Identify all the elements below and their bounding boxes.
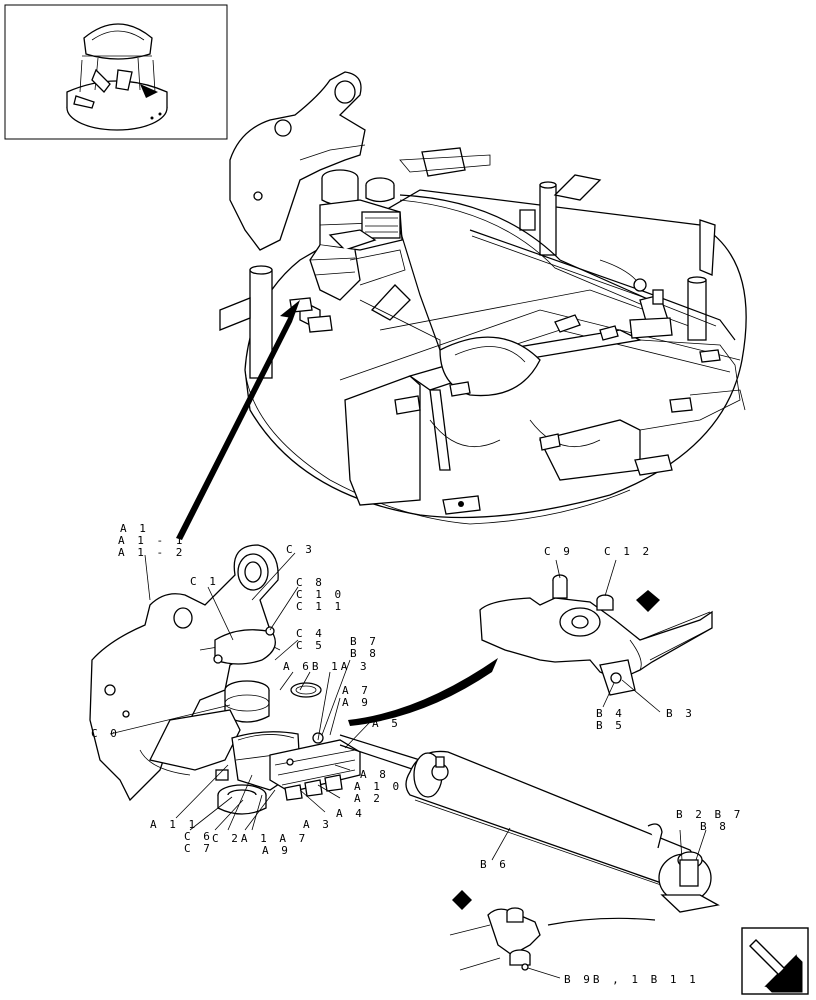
callout-labels: A 1 A 1 - 1 A 1 - 2 C 3 C 1 C 8 C 1 0 C … xyxy=(91,522,753,986)
callout-c4-group: C 4 C 5 xyxy=(296,627,335,652)
callout-c0: C 0 xyxy=(91,727,120,740)
callout-a3: A 3 xyxy=(303,818,332,831)
callout-a5: A 5 xyxy=(372,717,401,730)
rod-eye-detail xyxy=(449,890,656,971)
callout-c2-a1-a7: C 2A 1 A 7 xyxy=(212,832,308,845)
callout-b2-b7-b8: B 2 B 7 B 8 xyxy=(676,808,753,833)
callout-b6: B 6 xyxy=(480,858,509,871)
swing-bracket-detail xyxy=(89,544,361,815)
swing-cylinder xyxy=(339,734,720,913)
callout-c12: C 1 2 xyxy=(604,545,652,558)
callout-c3: C 3 xyxy=(286,543,315,556)
leader-lines xyxy=(109,552,707,979)
callout-b9-b10-b11: B 9B , 1 B 1 1 xyxy=(564,973,699,986)
callout-a7-a9-right: A 7 A 9 xyxy=(342,684,381,709)
callout-a4: A 4 xyxy=(336,807,365,820)
cylinder-head-detail xyxy=(479,574,713,696)
callout-b3: B 3 xyxy=(666,707,695,720)
upper-frame-assembly xyxy=(219,71,747,525)
callout-a8-a10-a2: A 8 A 1 0 A 2 xyxy=(354,768,412,805)
thumbnail-locator xyxy=(4,4,228,140)
callout-a9-bottom: A 9 xyxy=(262,844,291,857)
callout-a6-b1-a3: A 6B 1A 3 xyxy=(283,660,370,673)
callout-c1: C 1 xyxy=(190,575,219,588)
detail-pointer-arrow xyxy=(176,300,300,540)
next-page-arrow-icon[interactable] xyxy=(741,927,809,995)
callout-a1-group: A 1 A 1 - 1 A 1 - 2 xyxy=(118,522,195,559)
callout-c6-c7: C 6 C 7 xyxy=(184,830,223,855)
callout-b4-b5: B 4 B 5 xyxy=(596,707,635,732)
right-pointer-arrow xyxy=(348,658,498,726)
callout-c8-group: C 8 C 1 0 C 1 1 xyxy=(296,576,354,613)
callout-c9: C 9 xyxy=(544,545,573,558)
callout-b7-b8-top: B 7 B 8 xyxy=(350,635,389,660)
callout-a11: A 1 1 xyxy=(150,818,198,831)
